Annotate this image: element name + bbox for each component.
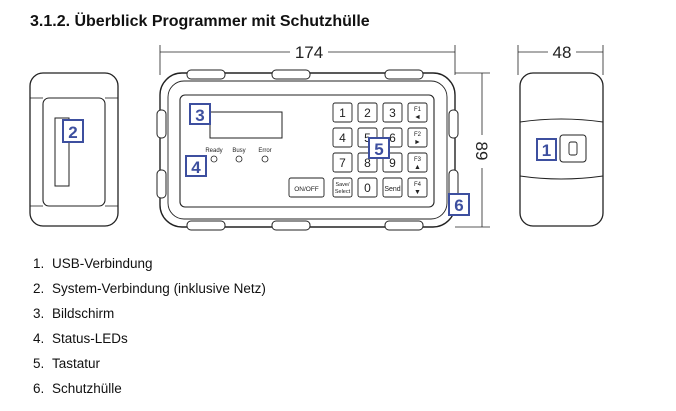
key-3: 3	[382, 102, 403, 123]
svg-text:F1: F1	[414, 107, 422, 113]
svg-text:9: 9	[389, 156, 396, 170]
svg-text:▲: ▲	[414, 164, 421, 171]
svg-text:F2: F2	[414, 132, 422, 138]
svg-text:89: 89	[472, 142, 491, 161]
svg-text:▼: ▼	[414, 189, 421, 196]
svg-text:5: 5	[364, 131, 371, 145]
dimension-width: 174	[159, 43, 456, 75]
svg-text:F3: F3	[414, 157, 422, 163]
key-1: 1	[332, 102, 353, 123]
callout-6: 6	[448, 193, 470, 216]
svg-text:3: 3	[389, 106, 396, 120]
list-item: 6.Schutzhülle	[33, 381, 122, 396]
svg-text:2: 2	[364, 106, 371, 120]
led-busy	[235, 155, 243, 163]
list-item: 2.System-Verbindung (inklusive Netz)	[33, 281, 266, 296]
svg-text:3: 3	[195, 106, 204, 125]
svg-text:◄: ◄	[414, 114, 421, 121]
svg-text:5: 5	[374, 140, 383, 159]
key-onoff: ON/OFF	[288, 177, 325, 198]
callout-1: 1	[536, 138, 557, 161]
svg-text:7: 7	[339, 156, 346, 170]
svg-text:Save/: Save/	[335, 182, 350, 188]
section-heading: 3.1.2. Überblick Programmer mit Schutzhü…	[30, 13, 370, 30]
callout-5: 5	[368, 137, 390, 159]
svg-text:2: 2	[68, 123, 77, 142]
usb-port	[568, 141, 578, 156]
svg-text:4: 4	[339, 131, 346, 145]
svg-text:ON/OFF: ON/OFF	[294, 186, 319, 193]
key-f4: F4▼	[407, 177, 428, 198]
key-send: Send	[382, 177, 403, 198]
key-0: 0	[357, 177, 378, 198]
right-side-view	[519, 72, 604, 227]
display-screen	[209, 111, 283, 139]
svg-text:1: 1	[339, 106, 346, 120]
status-leds: Ready Busy Error	[205, 148, 272, 163]
left-side-view	[29, 72, 119, 227]
svg-text:8: 8	[364, 156, 371, 170]
svg-text:Error: Error	[258, 148, 271, 154]
key-save-select: Save/Select	[332, 177, 353, 198]
callout-3: 3	[189, 103, 211, 125]
list-item: 5.Tastatur	[33, 356, 101, 371]
svg-text:F4: F4	[414, 182, 422, 188]
dimension-height: 89	[455, 72, 491, 228]
svg-text:6: 6	[454, 196, 463, 215]
svg-text:►: ►	[414, 139, 421, 146]
svg-text:Send: Send	[384, 186, 400, 193]
key-f1: F1◄	[407, 102, 428, 123]
svg-text:Ready: Ready	[205, 148, 222, 154]
dimension-depth: 48	[517, 43, 604, 75]
svg-text:4: 4	[191, 158, 201, 177]
list-item: 1.USB-Verbindung	[33, 256, 153, 271]
list-item: 4.Status-LEDs	[33, 331, 128, 346]
callout-4: 4	[185, 155, 207, 177]
key-4: 4	[332, 127, 353, 148]
key-7: 7	[332, 152, 353, 173]
led-error	[261, 155, 269, 163]
svg-text:1: 1	[542, 141, 551, 160]
svg-text:Busy: Busy	[232, 148, 245, 154]
svg-text:0: 0	[364, 181, 371, 195]
callout-2: 2	[62, 119, 84, 143]
svg-text:6: 6	[389, 131, 396, 145]
keypad: 1 2 3 F1◄ 4 5 6 F2► 7 8 9 F3▲ ON/OFF Sav…	[288, 102, 428, 198]
svg-text:48: 48	[553, 43, 572, 62]
svg-text:174: 174	[295, 43, 323, 62]
key-f2: F2►	[407, 127, 428, 148]
list-item: 3.Bildschirm	[33, 306, 115, 321]
led-ready	[210, 155, 218, 163]
key-f3: F3▲	[407, 152, 428, 173]
device-overview-figure: 2 174 89 3	[29, 43, 604, 231]
svg-text:Select: Select	[335, 189, 351, 195]
key-2: 2	[357, 102, 378, 123]
